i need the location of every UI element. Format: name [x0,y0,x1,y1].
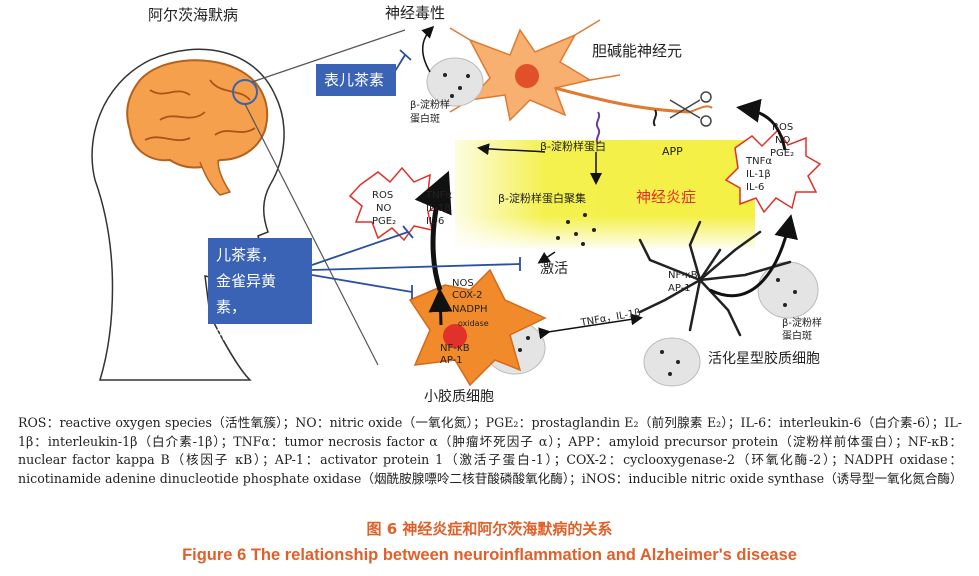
label-il1b-left: IL-1β [426,203,451,214]
label-tnfa-right: TNFα [746,156,772,167]
label-pge2-right: PGE₂ [770,148,795,159]
label-il6-left: IL-6 [426,216,445,227]
diagram-canvas [91,19,822,387]
cholinergic-neuron-icon [449,19,713,122]
label-activation: 激活 [540,261,568,277]
label-plaque-top-2: 蛋白斑 [410,114,440,125]
label-plaque-astro-2: 蛋白斑 [782,331,812,342]
scissors-icon [669,91,712,127]
label-amyloid-beta: β-淀粉样蛋白 [540,140,606,153]
label-nos: NOS [452,278,474,289]
caption-chinese: 图 6 神经炎症和阿尔茨海默病的关系 [366,520,613,538]
label-mg-nfkb: NF-κB [440,343,470,354]
label-microglia: 小胶质细胞 [424,389,494,405]
abbreviation-legend: ROS：reactive oxygen species（活性氧簇）；NO：nit… [18,415,963,486]
label-pge2-left: PGE₂ [372,216,397,227]
label-il6-right: IL-6 [746,182,765,193]
head-silhouette [91,48,285,381]
box-catechin-line3: 木樨草素 [216,324,277,342]
aggregation-dots [556,213,596,246]
label-cholinergic-neuron: 胆碱能神经元 [592,42,683,60]
caption-english: Figure 6 The relationship between neuroi… [182,546,797,564]
brain-icon [126,59,269,196]
label-nadph: NADPH [452,304,488,315]
label-ros-left: ROS [372,190,394,201]
label-no-right: NO [775,135,791,146]
amyloid-plaque-astrocyte [757,261,819,319]
label-ros-right: ROS [772,122,794,133]
label-plaque-top-1: β-淀粉样 [410,100,450,111]
label-il1b-right: IL-1β [746,169,771,180]
label-astrocyte: 活化星型胶质细胞 [708,351,820,367]
label-oxidase: oxidase [458,319,489,328]
label-neurotoxicity: 神经毒性 [385,4,446,22]
label-astro-ap1: AP-1 [668,283,691,294]
box-catechins: 儿茶素， 金雀异黄素， 木樨草素 [208,238,312,342]
label-plaque-astro-1: β-淀粉样 [782,318,822,329]
box-catechin-line2: 金雀异黄素， [216,272,277,316]
amyloid-plaque-bottom [643,337,701,387]
label-mg-ap1: AP-1 [440,355,463,366]
label-aggregation: β-淀粉样蛋白聚集 [498,192,586,205]
box-epicatechin: 表儿茶素 [316,64,396,96]
label-cox2: COX-2 [452,290,483,301]
diagram: 阿尔茨海默病 神经毒性 胆碱能神经元 β-淀粉样 蛋白斑 β-淀粉样蛋白 APP… [91,4,822,405]
label-app: APP [662,145,683,158]
amyloid-plaque-top [426,57,484,107]
label-tnfa-left: TNFα [426,190,452,201]
label-no-left: NO [376,203,392,214]
label-neuroinflammation: 神经炎症 [636,188,697,206]
label-alzheimers: 阿尔茨海默病 [148,6,239,24]
label-astro-nfkb: NF-κB [668,270,698,281]
box-catechin-line1: 儿茶素， [216,246,277,264]
